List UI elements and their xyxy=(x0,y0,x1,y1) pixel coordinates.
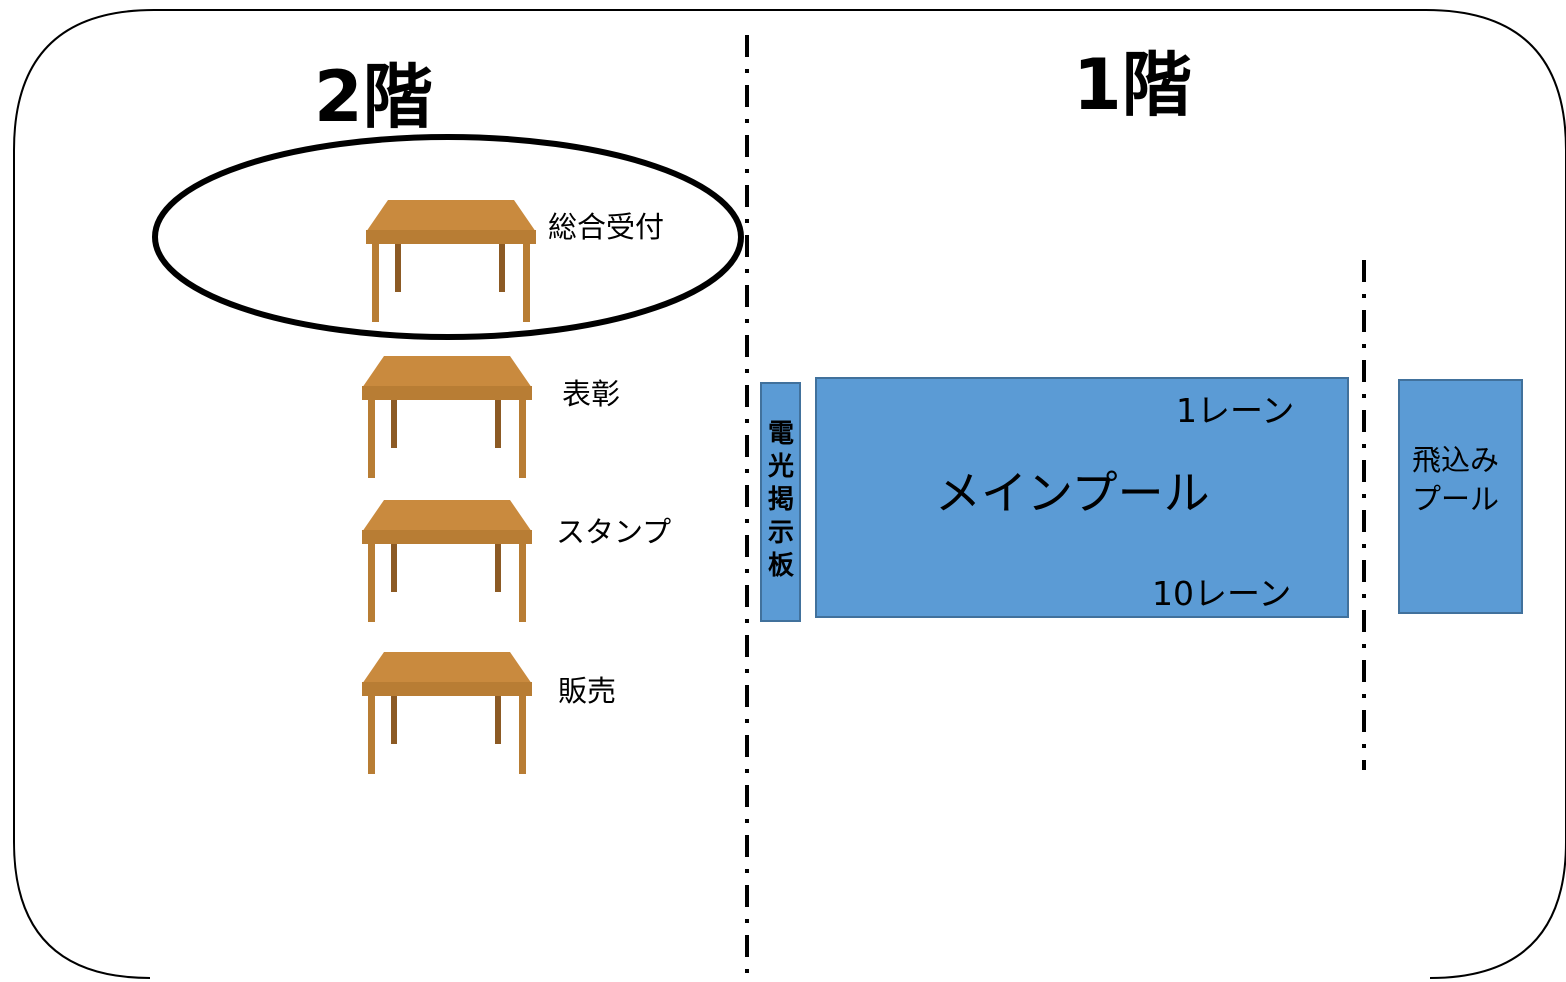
outer-frame xyxy=(13,9,1566,979)
desk-stamp-icon xyxy=(362,500,532,622)
desk-reception-icon xyxy=(366,200,536,322)
desk-sales-icon xyxy=(362,652,532,774)
desk-label-reception: 総合受付 xyxy=(548,210,665,244)
scoreboard-label: 電光掲示板 xyxy=(767,419,794,581)
desk-label-sales: 販売 xyxy=(558,674,617,708)
diving-pool-line1: 飛込み xyxy=(1412,443,1500,477)
desk-label-stamp: スタンプ xyxy=(556,515,672,549)
desk-label-award: 表彰 xyxy=(562,377,621,411)
main-pool xyxy=(815,377,1349,618)
lane-1-label: 1レーン xyxy=(1176,391,1295,430)
floor1-title: 1階 xyxy=(1073,44,1192,126)
highlight-ellipse xyxy=(152,134,744,340)
diving-pool xyxy=(1398,379,1523,614)
main-pool-title: メインプール xyxy=(935,466,1210,520)
desk-award-icon xyxy=(362,356,532,478)
diving-pool-line2: プール xyxy=(1412,482,1500,516)
electronic-scoreboard xyxy=(760,382,801,622)
lane-10-label: 10レーン xyxy=(1152,574,1292,613)
floor2-title: 2階 xyxy=(314,56,433,138)
